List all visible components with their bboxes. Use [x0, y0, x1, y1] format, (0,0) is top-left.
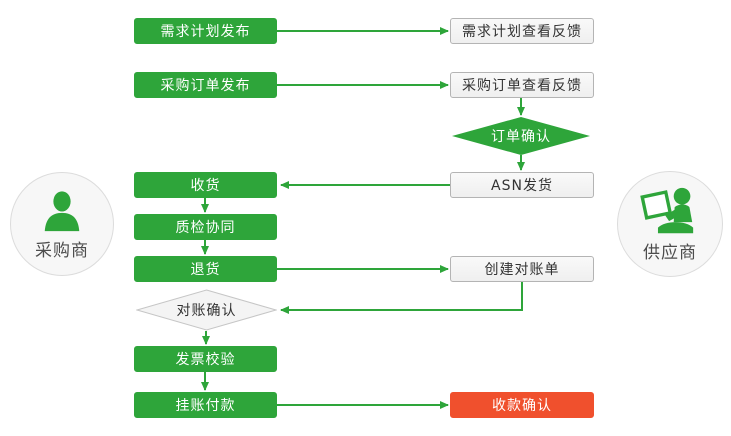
diamond-shape — [452, 117, 590, 155]
actor-buyer-label: 采购商 — [35, 240, 89, 261]
edge-create-statement-to-recon-confirm — [280, 282, 523, 314]
node-po-publish: 采购订单发布 — [134, 72, 277, 98]
node-quality-collab: 质检协同 — [134, 214, 277, 240]
node-book-payment: 挂账付款 — [134, 392, 277, 418]
node-receive-goods: 收货 — [134, 172, 277, 198]
node-order-confirm-label: 订单确认 — [491, 129, 551, 145]
node-create-statement: 创建对账单 — [450, 256, 594, 282]
node-return-goods: 退货 — [134, 256, 277, 282]
node-demand-plan-feedback: 需求计划查看反馈 — [450, 18, 594, 44]
actor-buyer: 采购商 — [10, 172, 114, 276]
diamond-shape — [136, 289, 277, 331]
node-recon-confirm-label: 对账确认 — [176, 303, 237, 319]
node-asn-ship: ASN发货 — [450, 172, 594, 198]
person-icon — [44, 190, 80, 231]
node-order-confirm: 订单确认 — [452, 117, 590, 155]
actor-supplier-label: 供应商 — [643, 242, 697, 263]
node-receipt-confirm: 收款确认 — [450, 392, 594, 418]
actor-supplier: 供应商 — [617, 171, 723, 277]
node-recon-confirm: 对账确认 — [136, 289, 277, 331]
node-invoice-verify: 发票校验 — [134, 346, 277, 372]
node-demand-plan-publish: 需求计划发布 — [134, 18, 277, 44]
node-po-feedback: 采购订单查看反馈 — [450, 72, 594, 98]
person-laptop-icon — [640, 187, 694, 233]
